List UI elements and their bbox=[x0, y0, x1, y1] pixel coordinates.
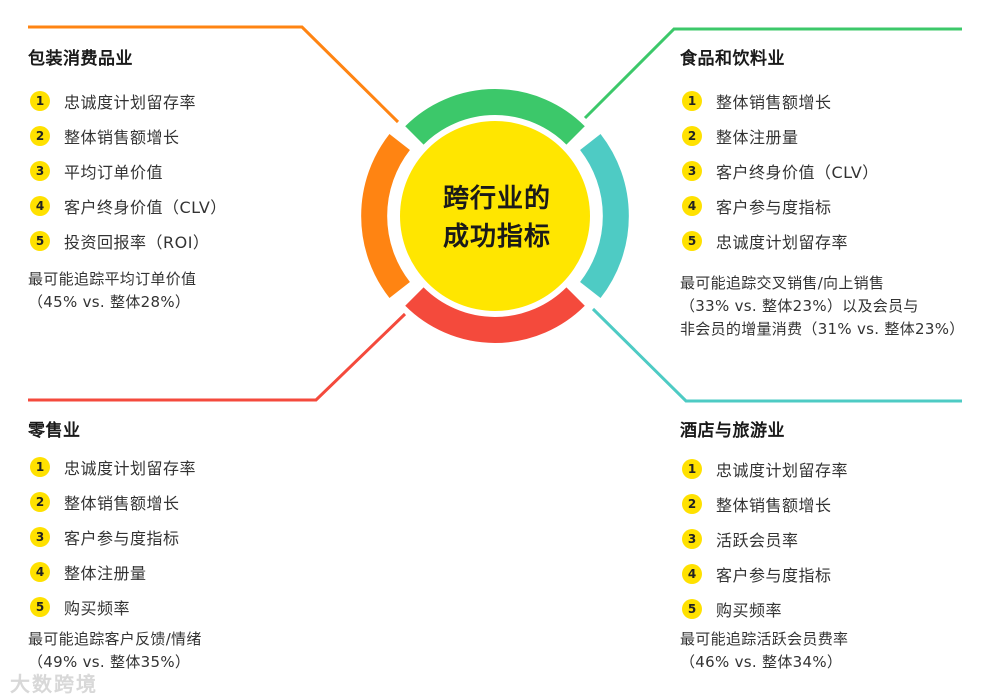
arc-right-teal bbox=[579, 133, 629, 299]
connector-line-hotel bbox=[591, 307, 962, 403]
metric-label: 忠诚度计划留存率 bbox=[716, 460, 849, 480]
panel-cpg: 包装消费品业 1 忠诚度计划留存率 2 整体销售额增长 3 平均订单价值 4 客户终身价… bbox=[28, 44, 227, 314]
metric-label: 忠诚度计划留存率 bbox=[64, 92, 197, 112]
metric-list: 1 忠诚度计划留存率 2 整体销售额增长 3 活跃会员率 4 客户参与度指标 5 购买频率 bbox=[680, 451, 848, 626]
number-badge: 5 bbox=[30, 230, 50, 251]
panel-title: 酒店与旅游业 bbox=[680, 421, 785, 441]
list-item: 4 客户参与度指标 bbox=[680, 556, 848, 591]
number-badge: 3 bbox=[30, 160, 50, 181]
panel-title: 包装消费品业 bbox=[28, 49, 133, 69]
number-badge: 3 bbox=[682, 160, 702, 181]
metric-label: 客户终身价值（CLV） bbox=[64, 197, 227, 217]
metric-label: 平均订单价值 bbox=[64, 162, 164, 182]
number-badge: 4 bbox=[682, 195, 702, 216]
list-item: 4 客户终身价值（CLV） bbox=[28, 188, 227, 223]
metric-label: 整体销售额增长 bbox=[716, 92, 832, 112]
number-badge: 3 bbox=[30, 526, 50, 547]
list-item: 1 整体销售额增长 bbox=[680, 83, 965, 118]
hub-title-line1: 跨行业的 bbox=[442, 184, 551, 214]
number-badge: 4 bbox=[30, 561, 50, 582]
list-item: 2 整体销售额增长 bbox=[28, 118, 227, 153]
hub-title-line2: 成功指标 bbox=[442, 222, 551, 252]
metric-list: 1 忠诚度计划留存率 2 整体销售额增长 3 客户参与度指标 4 整体注册量 5 购买频率 bbox=[28, 449, 202, 624]
panel-note: 最可能追踪交叉销售/向上销售 （33% vs. 整体23%）以及会员与 非会员的… bbox=[680, 274, 965, 338]
list-item: 5 购买频率 bbox=[28, 589, 202, 624]
list-item: 1 忠诚度计划留存率 bbox=[680, 451, 848, 486]
panel-title: 零售业 bbox=[28, 421, 81, 441]
number-badge: 1 bbox=[30, 90, 50, 111]
list-item: 1 忠诚度计划留存率 bbox=[28, 83, 227, 118]
number-badge: 1 bbox=[682, 458, 702, 479]
metric-label: 整体注册量 bbox=[716, 127, 799, 147]
connector-line-cpg bbox=[28, 25, 400, 124]
list-item: 3 平均订单价值 bbox=[28, 153, 227, 188]
list-item: 4 整体注册量 bbox=[28, 554, 202, 589]
panel-title: 食品和饮料业 bbox=[680, 49, 785, 69]
number-badge: 2 bbox=[30, 491, 50, 512]
list-item: 1 忠诚度计划留存率 bbox=[28, 449, 202, 484]
hub-title: 跨行业的 成功指标 bbox=[412, 180, 582, 256]
arc-bottom-red bbox=[405, 287, 585, 343]
panel-food-beverage: 食品和饮料业 1 整体销售额增长 2 整体注册量 3 客户终身价值（CLV） 4 客户参… bbox=[680, 44, 965, 341]
number-badge: 5 bbox=[682, 598, 702, 619]
number-badge: 1 bbox=[30, 456, 50, 477]
number-badge: 2 bbox=[30, 125, 50, 146]
list-item: 3 客户终身价值（CLV） bbox=[680, 153, 965, 188]
metric-label: 购买频率 bbox=[716, 600, 783, 620]
connector-line-food bbox=[583, 27, 962, 120]
list-item: 4 客户参与度指标 bbox=[680, 188, 965, 223]
number-badge: 2 bbox=[682, 493, 702, 514]
panel-retail: 零售业 1 忠诚度计划留存率 2 整体销售额增长 3 客户参与度指标 4 整体注册量 5… bbox=[28, 416, 202, 674]
number-badge: 5 bbox=[682, 230, 702, 251]
number-badge: 4 bbox=[682, 563, 702, 584]
metric-label: 活跃会员率 bbox=[716, 530, 799, 550]
metric-label: 客户参与度指标 bbox=[64, 528, 180, 548]
panel-note: 最可能追踪平均订单价值 （45% vs. 整体28%） bbox=[28, 270, 197, 311]
list-item: 2 整体销售额增长 bbox=[680, 486, 848, 521]
metric-label: 客户参与度指标 bbox=[716, 197, 832, 217]
metric-label: 投资回报率（ROI） bbox=[64, 232, 210, 252]
metric-label: 整体销售额增长 bbox=[716, 495, 832, 515]
arc-left-orange bbox=[361, 133, 411, 299]
list-item: 2 整体销售额增长 bbox=[28, 484, 202, 519]
hub-circle bbox=[400, 121, 590, 311]
number-badge: 5 bbox=[30, 596, 50, 617]
list-item: 5 忠诚度计划留存率 bbox=[680, 223, 965, 258]
list-item: 3 活跃会员率 bbox=[680, 521, 848, 556]
metric-label: 整体注册量 bbox=[64, 563, 147, 583]
number-badge: 4 bbox=[30, 195, 50, 216]
metric-label: 整体销售额增长 bbox=[64, 127, 180, 147]
connector-line-retail bbox=[28, 312, 407, 402]
arc-top-green bbox=[405, 89, 585, 145]
metric-label: 忠诚度计划留存率 bbox=[64, 458, 197, 478]
watermark-logo: 大数跨境 bbox=[10, 672, 98, 696]
panel-note: 最可能追踪活跃会员费率 （46% vs. 整体34%） bbox=[680, 630, 849, 671]
list-item: 5 购买频率 bbox=[680, 591, 848, 626]
number-badge: 2 bbox=[682, 125, 702, 146]
list-item: 2 整体注册量 bbox=[680, 118, 965, 153]
metric-label: 购买频率 bbox=[64, 598, 131, 618]
number-badge: 1 bbox=[682, 90, 702, 111]
list-item: 5 投资回报率（ROI） bbox=[28, 223, 227, 258]
metric-label: 忠诚度计划留存率 bbox=[716, 232, 849, 252]
metric-label: 整体销售额增长 bbox=[64, 493, 180, 513]
list-item: 3 客户参与度指标 bbox=[28, 519, 202, 554]
metric-label: 客户参与度指标 bbox=[716, 565, 832, 585]
panel-hotel-travel: 酒店与旅游业 1 忠诚度计划留存率 2 整体销售额增长 3 活跃会员率 4 客户参与度指… bbox=[680, 416, 848, 674]
metric-label: 客户终身价值（CLV） bbox=[716, 162, 879, 182]
number-badge: 3 bbox=[682, 528, 702, 549]
panel-note: 最可能追踪客户反馈/情绪 （49% vs. 整体35%） bbox=[28, 630, 202, 671]
